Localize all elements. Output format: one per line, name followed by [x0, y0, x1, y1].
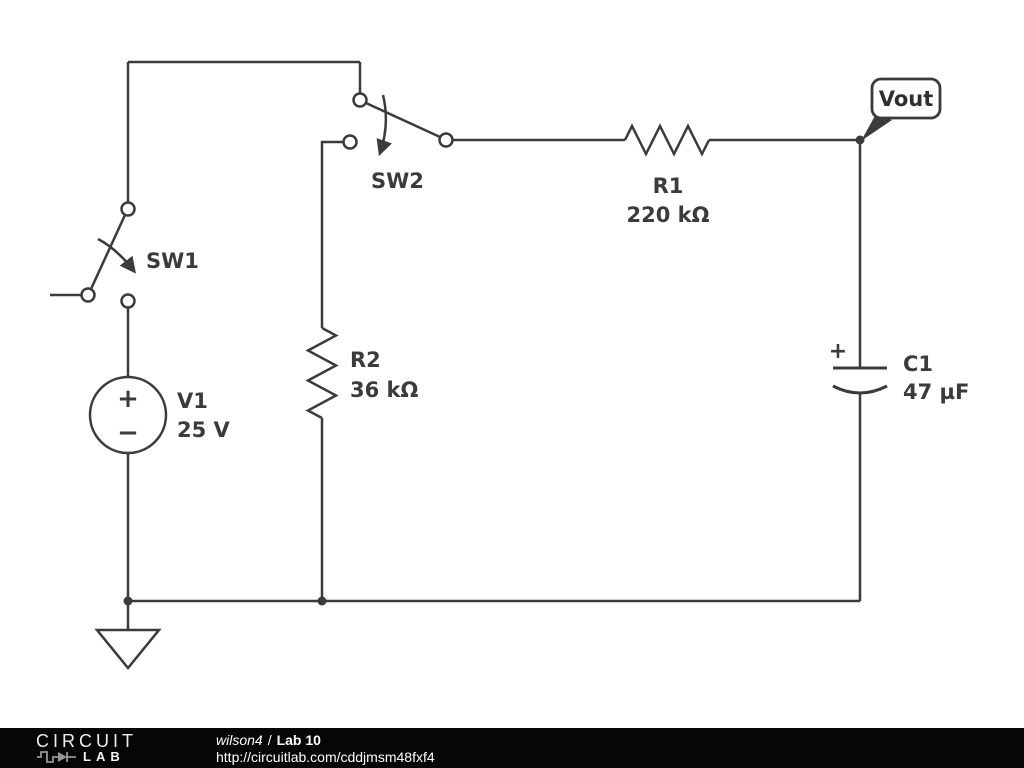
author-title-separator: /	[267, 731, 272, 748]
circuit-title: Lab 10	[276, 731, 321, 748]
logo-waveform-icon	[37, 751, 76, 763]
sw2-lever	[365, 101, 441, 139]
v1-body	[88, 375, 168, 455]
circuitlab-logo: CIRCUIT LAB	[36, 732, 188, 764]
junction-dot	[855, 135, 865, 145]
wires	[126, 60, 862, 603]
component-c1[interactable]: + C1 47 µF	[829, 339, 970, 404]
sw1-terminal	[80, 287, 96, 303]
sw1-label: SW1	[146, 249, 199, 273]
sw2-label: SW2	[371, 169, 424, 193]
logo-text-circuit: CIRCUIT	[36, 731, 137, 751]
component-sw1[interactable]: SW1	[50, 201, 199, 309]
component-sw2[interactable]: SW2	[342, 92, 454, 194]
r2-label: R2	[350, 348, 381, 372]
vout-flag-text: Vout	[879, 87, 934, 111]
r2-value: 36 kΩ	[350, 378, 419, 402]
r1-zigzag	[623, 123, 711, 157]
v1-minus-sign: −	[117, 418, 139, 448]
sw2-actuate-arrow	[376, 94, 392, 157]
r2-zigzag	[305, 326, 339, 420]
v1-label: V1	[177, 389, 208, 413]
c1-value: 47 µF	[903, 380, 969, 404]
c1-bottom-plate	[832, 384, 888, 395]
sw1-terminal	[120, 293, 136, 309]
author-title-line: wilson4 / Lab 10	[216, 732, 435, 748]
circuit-url: http://circuitlab.com/cddjmsm48fxf4	[216, 748, 435, 765]
footer-bar: CIRCUIT LAB wilson4 / Lab 10 http://circ…	[0, 728, 1024, 768]
r1-value: 220 kΩ	[627, 203, 710, 227]
wire-segment	[320, 140, 343, 328]
component-r1[interactable]: R1 220 kΩ	[623, 123, 711, 227]
sw2-terminal	[352, 92, 368, 108]
logo-text-lab: LAB	[83, 749, 125, 764]
sw2-terminal	[438, 132, 454, 148]
r1-label: R1	[653, 174, 684, 198]
sw1-terminal	[120, 201, 136, 217]
vout-net-flag[interactable]: Vout	[861, 77, 942, 141]
ground-symbol	[94, 601, 162, 670]
sw1-actuate-arrow	[97, 237, 136, 274]
c1-polarity-sign: +	[829, 339, 847, 364]
v1-plus-sign: +	[117, 384, 139, 414]
footer-meta: wilson4 / Lab 10 http://circuitlab.com/c…	[216, 732, 435, 765]
junction-dot	[317, 596, 327, 606]
vout-flag-tail	[861, 114, 892, 141]
ground-triangle	[94, 628, 162, 670]
vout-flag-box	[870, 77, 942, 120]
component-r2[interactable]: R2 36 kΩ	[305, 326, 419, 420]
schematic-canvas: SW1 SW2 + − V1 25 V R1 220 kΩ R2	[50, 60, 970, 670]
sw1-lever	[89, 214, 127, 290]
c1-label: C1	[903, 352, 933, 376]
author-name: wilson4	[216, 731, 263, 748]
v1-value: 25 V	[177, 418, 231, 442]
sw2-terminal	[342, 134, 358, 150]
component-v1[interactable]: + − V1 25 V	[88, 375, 231, 455]
